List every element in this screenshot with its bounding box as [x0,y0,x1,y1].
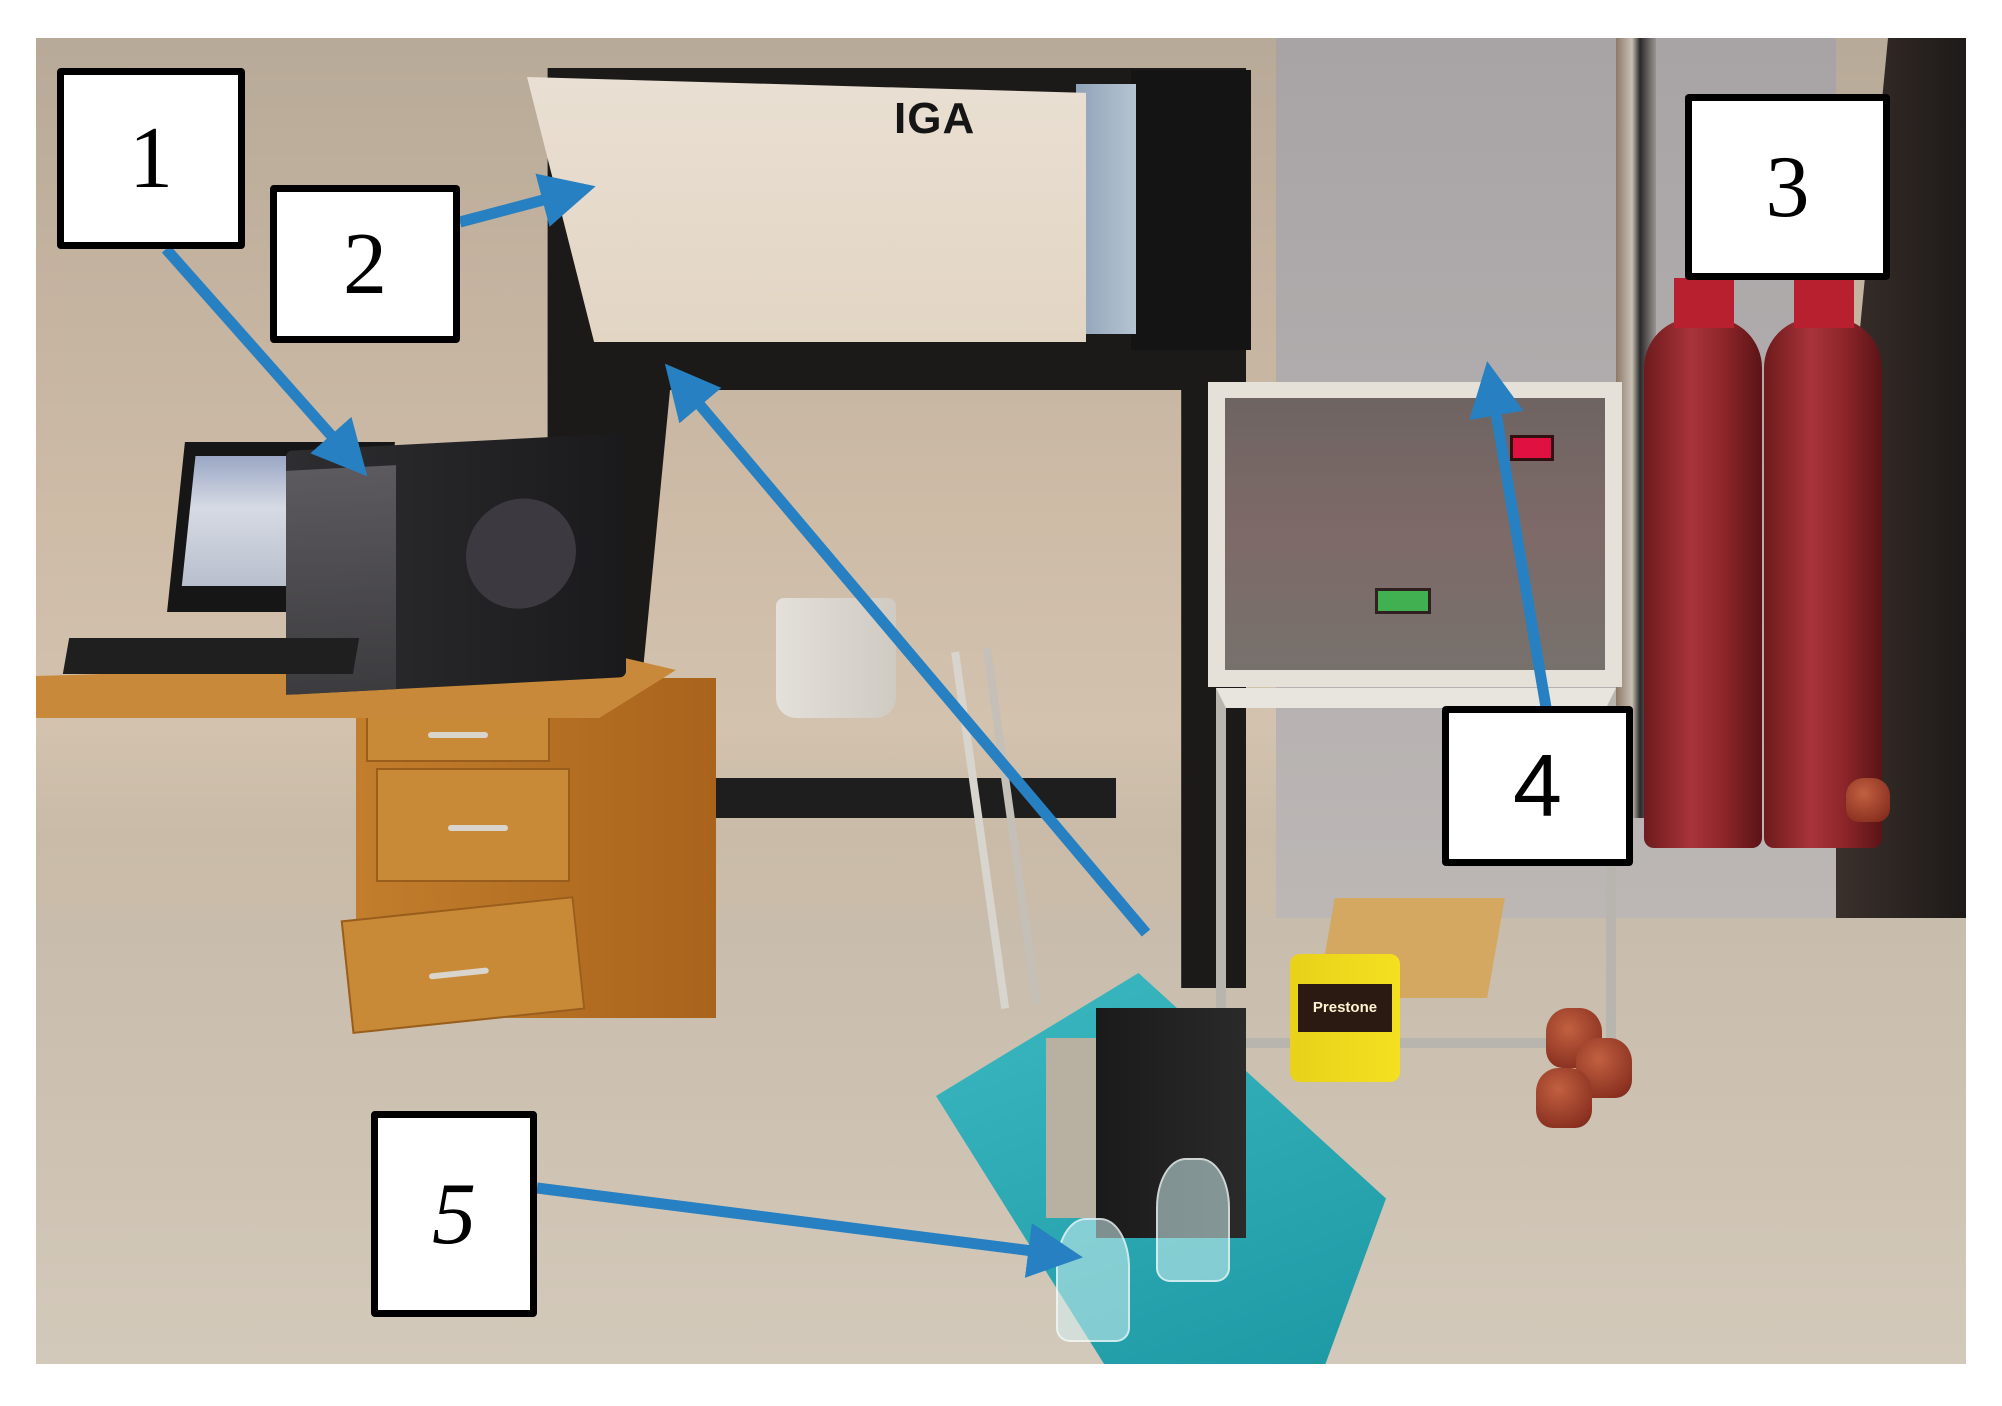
callout-number: 5 [432,1165,476,1263]
callout-number: 2 [343,215,387,313]
callout-box-5: 5 [371,1111,537,1317]
drawer-bottom [340,896,586,1034]
callout-number: 1 [129,110,173,207]
weight-4 [1846,778,1890,822]
keyboard [62,638,360,674]
tower-side-vent [466,495,576,612]
weight-3 [1536,1068,1592,1128]
callout-box-2: 2 [270,185,460,343]
iga-label: IGA [894,94,976,143]
iga-instrument-cover [527,77,1086,342]
callout-number: 3 [1765,138,1810,236]
drawer-handle [428,967,490,980]
callout-box-1: 1 [57,68,245,249]
iga-side-panel [1076,84,1136,334]
drawer-middle [376,768,570,882]
iga-valve-panel [1131,70,1251,350]
flask-right [1156,1158,1230,1282]
cylinder-valve [1794,278,1854,328]
coolant-jug: Prestone [1290,954,1400,1082]
control-unit-front-panel [1225,398,1605,670]
red-led-display [1510,435,1554,461]
jug-label: Prestone [1298,984,1392,1032]
gas-cylinder-left [1644,278,1762,848]
desk-drawers [340,678,716,1034]
callout-number: 4 [1513,736,1562,835]
callout-box-4: 4 [1442,706,1633,866]
dewar-vessel [776,598,896,718]
control-unit [1208,382,1622,687]
gas-cylinder-right [1764,278,1882,848]
green-lcd-display [1375,588,1431,614]
flask-left [1056,1218,1130,1342]
drawer-handle [428,732,488,738]
callout-box-3: 3 [1685,94,1890,280]
drawer-handle [448,825,508,831]
cylinder-valve [1674,278,1734,328]
